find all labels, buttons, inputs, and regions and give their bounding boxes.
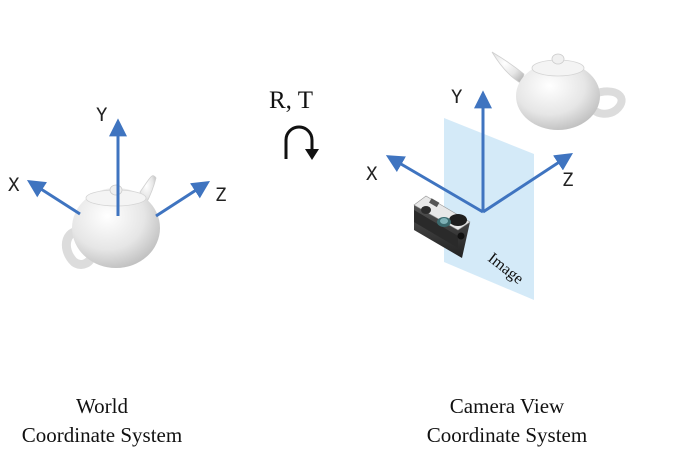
world-caption: World Coordinate System (0, 392, 204, 450)
transform-label: R, T (269, 87, 313, 114)
camera-x-axis (385, 155, 484, 214)
camera-y-label: Y (451, 86, 463, 108)
world-caption-line2: Coordinate System (21, 423, 183, 447)
rotation-arrow-icon (284, 125, 319, 160)
world-x-label: X (8, 174, 20, 196)
world-x-axis (26, 180, 81, 216)
camera-z-axis (482, 153, 574, 214)
camera-x-label: X (366, 163, 378, 185)
transform-group: R, T (269, 87, 319, 160)
camera-caption-line2: Coordinate System (426, 423, 588, 447)
camera-icon (413, 195, 471, 258)
world-y-label: Y (96, 104, 108, 126)
world-coordinate-group: Y X Z (8, 104, 226, 269)
camera-teapot-image (491, 51, 626, 130)
camera-coordinate-group: Image Y X Z (366, 51, 626, 300)
world-z-label: Z (215, 184, 226, 206)
world-z-axis (155, 181, 211, 218)
camera-caption: Camera View Coordinate System (404, 392, 610, 450)
camera-z-label: Z (562, 169, 573, 191)
world-teapot-image (61, 175, 160, 269)
camera-caption-line1: Camera View (449, 394, 565, 418)
world-caption-line1: World (76, 394, 128, 418)
